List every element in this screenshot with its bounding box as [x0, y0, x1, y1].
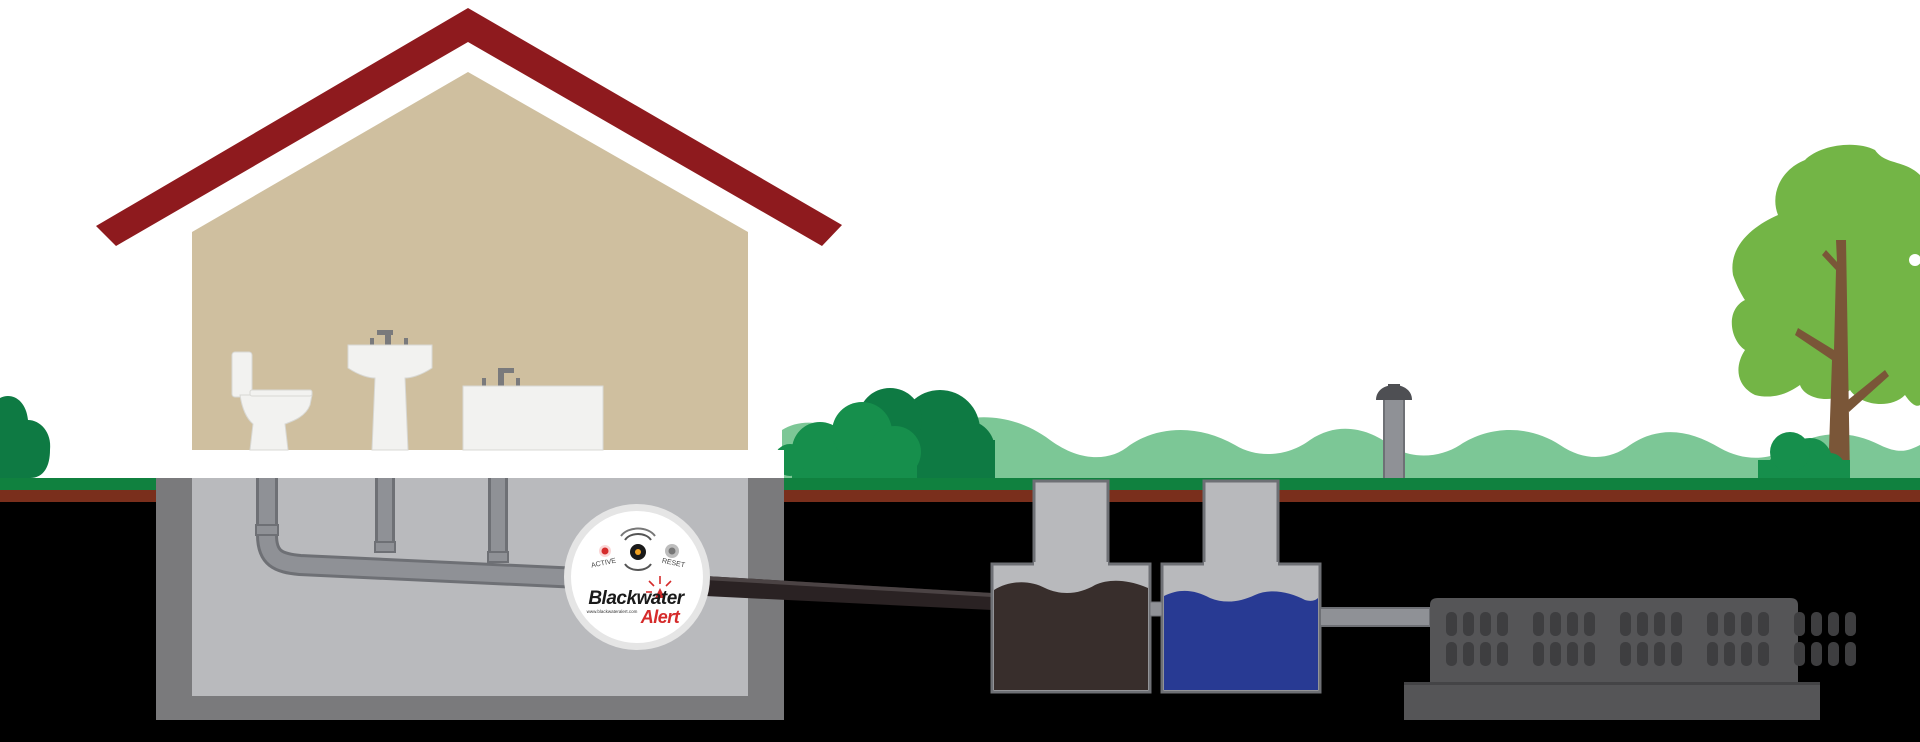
- drain-field-slot: [1620, 642, 1631, 666]
- alert-spark-icon: [646, 576, 672, 593]
- drain-field-slot: [1758, 612, 1769, 636]
- drain-field-slot: [1845, 612, 1856, 636]
- drain-field-slot: [1446, 612, 1457, 636]
- drain-field-slot: [1828, 612, 1839, 636]
- tree: [1731, 144, 1920, 483]
- drain-field-slot: [1567, 612, 1578, 636]
- logo-brand-line2: Alert: [640, 607, 681, 627]
- drain-field-slot: [1584, 612, 1595, 636]
- drain-field-slot: [1620, 612, 1631, 636]
- drain-field-slot: [1724, 612, 1735, 636]
- drain-field-slot: [1463, 612, 1474, 636]
- floor-slab: [152, 450, 784, 478]
- drain-field-slot: [1707, 642, 1718, 666]
- logo-reset-label: RESET: [661, 558, 686, 570]
- reset-button-icon: [665, 544, 679, 558]
- tree-trunk: [1795, 240, 1889, 478]
- outlet-pipe: [1319, 607, 1431, 627]
- alarm-signal-icon: [620, 527, 656, 571]
- drain-field-slot: [1828, 642, 1839, 666]
- drain-field-slot: [1811, 642, 1822, 666]
- logo-brand-line1: Blackwater: [588, 588, 685, 609]
- background-hills: [782, 417, 1920, 480]
- toilet-icon: [231, 351, 313, 451]
- drain-field-slot: [1637, 642, 1648, 666]
- sink-icon: [347, 330, 433, 451]
- drain-field-slot: [1480, 612, 1491, 636]
- drain-field-slot: [1550, 612, 1561, 636]
- drain-field-slot: [1584, 642, 1595, 666]
- drain-field-slot: [1497, 612, 1508, 636]
- septic-tank: [990, 479, 1322, 694]
- drain-field-slot: [1794, 642, 1805, 666]
- drain-field-slot: [1758, 642, 1769, 666]
- sewer-line: [705, 576, 992, 610]
- drain-field-slot: [1480, 642, 1491, 666]
- tree-canopy: [1731, 144, 1920, 406]
- house-drain-pipes: [255, 478, 581, 589]
- drain-field-slot: [1533, 642, 1544, 666]
- drain-field-slot: [1741, 612, 1752, 636]
- drain-field-slot: [1845, 642, 1856, 666]
- bush-left-edge: [0, 396, 51, 478]
- drain-field-slot: [1811, 612, 1822, 636]
- drain-field-slot: [1707, 612, 1718, 636]
- bush-cluster-center: [774, 388, 995, 480]
- drain-field-slot: [1671, 612, 1682, 636]
- drain-field-slot: [1550, 642, 1561, 666]
- drain-field-slot: [1654, 642, 1665, 666]
- drain-field-slot: [1497, 642, 1508, 666]
- logo-website: www.blackwateralert.com: [587, 609, 638, 614]
- house: [96, 8, 842, 478]
- drain-field-slot: [1533, 612, 1544, 636]
- sludge-level: [994, 580, 1148, 690]
- house-wall: [192, 72, 748, 450]
- drain-field-slot: [1567, 642, 1578, 666]
- drain-field-slot: [1724, 642, 1735, 666]
- drain-field-slot: [1741, 642, 1752, 666]
- bathtub-icon: [462, 368, 604, 451]
- drain-field-slot: [1794, 612, 1805, 636]
- water-level: [1164, 590, 1318, 690]
- drain-field-slot: [1671, 642, 1682, 666]
- drain-field-slot: [1654, 612, 1665, 636]
- blackwater-alert-logo: ACTIVE RESET Blackwater www.blackwateral…: [564, 504, 710, 650]
- drain-field: [1404, 598, 1856, 720]
- drain-field-slot: [1446, 642, 1457, 666]
- active-light-icon: [599, 545, 611, 557]
- drain-field-slot: [1463, 642, 1474, 666]
- drain-field-slot: [1637, 612, 1648, 636]
